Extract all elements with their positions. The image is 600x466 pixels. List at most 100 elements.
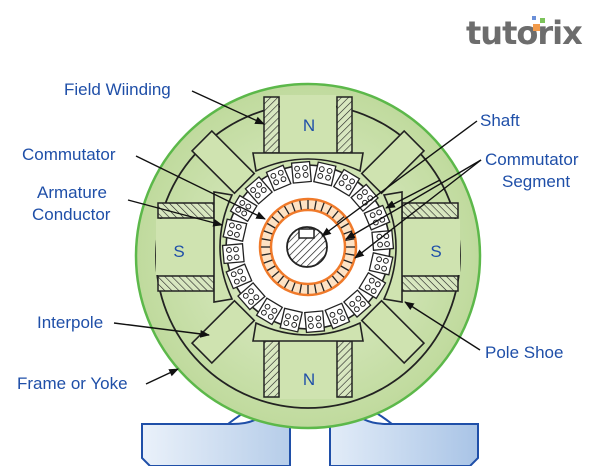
interpole (360, 299, 426, 365)
field-winding (263, 96, 280, 154)
armature-slot (221, 243, 245, 265)
armature-conductor (382, 257, 389, 264)
field-winding (401, 275, 459, 292)
label-field-winding: Field Wiinding (64, 80, 171, 99)
main-pole (252, 95, 364, 177)
interpole (360, 129, 426, 195)
interpole-body (190, 299, 256, 365)
commutator-segment (266, 265, 276, 272)
armature-conductor (277, 169, 284, 176)
pole-shoe (252, 152, 364, 173)
leader-lines (113, 90, 482, 385)
label-shaft: Shaft (480, 111, 520, 130)
label-interpole: Interpole (37, 313, 104, 332)
leader-commutator-segment (345, 159, 482, 240)
armature-conductor (370, 288, 377, 294)
armature-slot (255, 297, 284, 326)
slot-box (332, 168, 361, 197)
leader-armature-right (385, 179, 441, 209)
slot-box (221, 243, 245, 265)
leader-commutator-segment-2 (354, 159, 482, 259)
armature-conductor (256, 181, 263, 188)
logo-text: tutorix (466, 14, 583, 52)
armature-conductor (332, 318, 339, 325)
commutator-segment (271, 270, 280, 278)
label-commutator-segment-2: Segment (502, 172, 571, 191)
armature-conductor (381, 265, 387, 272)
armature-conductor (240, 275, 247, 282)
slot-box (368, 252, 394, 276)
commutator-segment (271, 216, 280, 224)
armature-conductor (342, 174, 349, 181)
armature-slot (368, 252, 394, 276)
armature-conductor (241, 210, 248, 217)
commutator-segment (313, 284, 317, 294)
armature-conductor (302, 172, 309, 178)
commutator-segment (283, 279, 290, 289)
armature-slot (350, 183, 379, 213)
slot-box (313, 161, 337, 187)
armature-conductor (315, 315, 322, 322)
armature-conductor (264, 303, 271, 310)
armature-conductor (261, 309, 267, 316)
slot-box (350, 183, 379, 213)
commutator-segment (283, 205, 290, 215)
label-armature-conductor-1: Armature (37, 183, 107, 202)
armature-conductor (384, 241, 390, 247)
commutator-segment (326, 205, 333, 215)
field-winding (336, 340, 353, 398)
shaft-body (286, 226, 328, 268)
commutator-segment (299, 200, 303, 210)
armature-conductor (374, 281, 381, 288)
armature-conductor (356, 193, 363, 200)
armature-conductor (273, 179, 280, 186)
armature-conductor (316, 322, 322, 329)
commutator-segment (313, 200, 317, 210)
armature-slot (290, 160, 312, 184)
slot-box (371, 229, 395, 251)
armature-conductor (237, 268, 244, 275)
slot-box (255, 297, 284, 326)
commutator-segment (331, 210, 339, 219)
armature-conductor (308, 323, 314, 329)
armature-conductor (227, 230, 234, 237)
armature-conductor (336, 308, 343, 315)
slot-box (244, 176, 274, 205)
commutator-segment (291, 282, 296, 292)
armature-slot (358, 271, 387, 300)
interpole-body (360, 129, 426, 195)
armature-slot (342, 289, 372, 318)
commutator-segment (326, 279, 333, 289)
armature-conductor (271, 307, 278, 314)
commutator-segment (291, 202, 296, 212)
armature-conductor (349, 178, 355, 185)
armature-conductor (230, 271, 237, 278)
commutator-segment (320, 282, 325, 292)
armature-conductor (267, 313, 274, 320)
armature-slot (225, 263, 253, 290)
armature-conductor (226, 247, 232, 253)
armature-conductor (368, 277, 375, 284)
pole-label-left: S (173, 242, 184, 261)
commutator-segment (340, 222, 350, 229)
commutator-segment (277, 275, 285, 284)
slot-box (222, 218, 248, 242)
armature-conductor (355, 295, 362, 302)
commutator-segment (331, 275, 339, 284)
armature-conductor (353, 306, 360, 313)
slot-box (290, 160, 312, 184)
slot-box (358, 271, 387, 300)
armature-conductor (307, 316, 314, 322)
armature-conductor (318, 166, 325, 173)
armature-conductor (270, 172, 277, 179)
interpoles (190, 129, 426, 365)
leader-shaft (321, 120, 478, 237)
armature-conductor (359, 301, 366, 307)
pole-label-bottom: N (303, 370, 315, 389)
armature-slot (265, 164, 292, 192)
field-winding (263, 340, 280, 398)
armature-slot (237, 281, 266, 311)
armature-slot (304, 310, 326, 334)
commutator-segment (320, 202, 325, 212)
